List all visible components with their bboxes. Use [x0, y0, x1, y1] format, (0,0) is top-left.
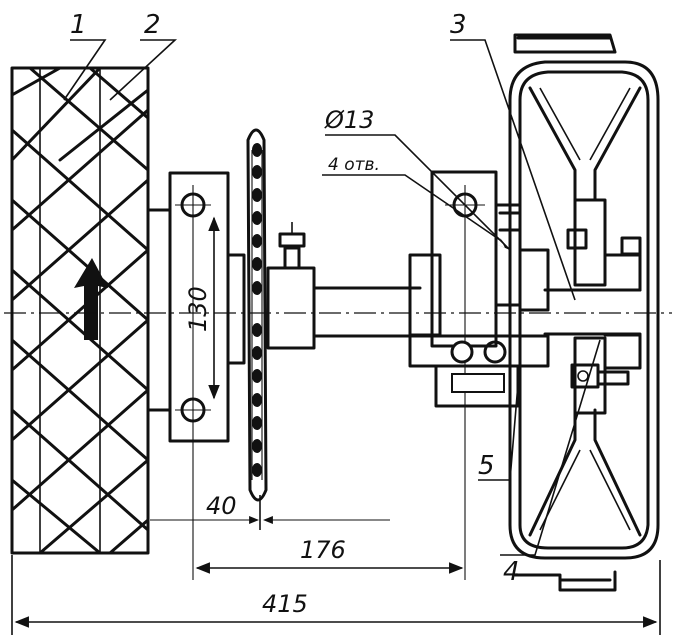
- tire-tread-pattern: [12, 68, 148, 553]
- bearing-housing: [408, 170, 550, 580]
- dimension-415-label: 415: [262, 590, 308, 618]
- hub-flange: [146, 171, 246, 580]
- dimension-40-label: 40: [206, 492, 237, 520]
- callout-label-1: 1: [70, 10, 87, 40]
- sprocket-hub: [266, 222, 316, 350]
- callout-label-5: 5: [478, 451, 495, 481]
- callout-leaders: [63, 39, 601, 556]
- hole-diameter-label: Ø13: [324, 106, 374, 134]
- dimension-130-label: 130: [184, 286, 212, 332]
- rotation-direction-arrow: [74, 258, 108, 340]
- callout-label-2: 2: [144, 10, 161, 40]
- dimension-lines: [11, 505, 661, 635]
- callout-label-4: 4: [503, 557, 520, 587]
- dimension-176-label: 176: [300, 536, 346, 564]
- sprocket: [246, 128, 268, 530]
- callout-label-3: 3: [450, 10, 467, 40]
- hole-count-label: 4 отв.: [328, 155, 380, 175]
- sprocket-chain-links: [252, 143, 262, 477]
- axle-shaft: [312, 286, 642, 338]
- lug-tire: [10, 66, 150, 555]
